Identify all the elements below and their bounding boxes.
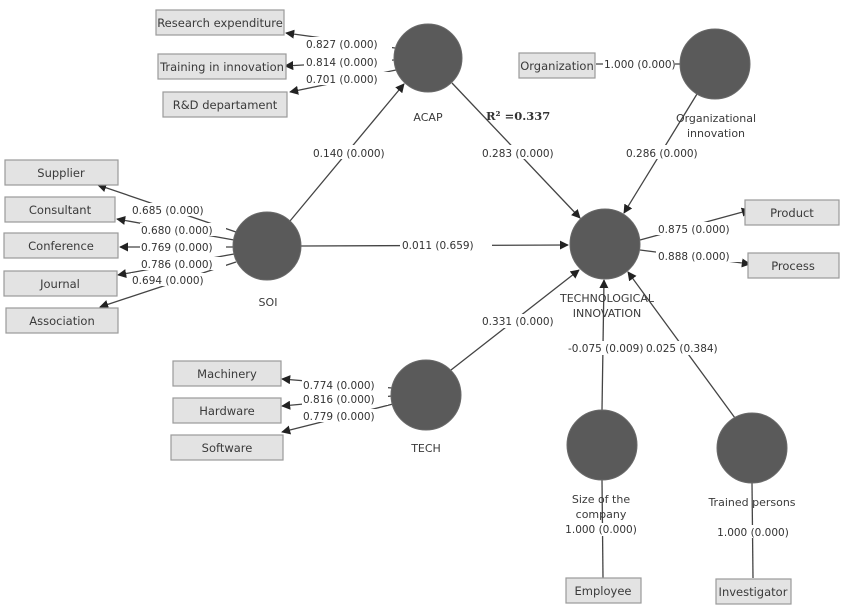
- loading-hardware: 0.816 (0.000): [303, 394, 375, 406]
- label-acap: ACAP: [413, 111, 443, 124]
- loading-software: 0.779 (0.000): [303, 411, 375, 423]
- coef-acap-ti: 0.283 (0.000): [482, 148, 554, 160]
- coef-size-ti: -0.075 (0.009): [568, 343, 643, 355]
- label-size-line2: company: [576, 508, 627, 521]
- indicator-label: Organization: [520, 59, 594, 73]
- loading-training-in-innovation: 0.814 (0.000): [306, 57, 378, 69]
- loading-product: 0.875 (0.000): [658, 224, 730, 236]
- loadings-ti: 0.875 (0.000) 0.888 (0.000): [656, 222, 742, 263]
- loading-investigator: 1.000 (0.000): [717, 527, 789, 539]
- r-squared-label: R² =0.337: [486, 109, 550, 123]
- indicator-machinery[interactable]: Machinery: [172, 360, 282, 387]
- indicator-hardware[interactable]: Hardware: [172, 397, 282, 424]
- label-size-line1: Size of the: [572, 493, 630, 506]
- loading-association: 0.694 (0.000): [132, 275, 204, 287]
- coef-tech-ti: 0.331 (0.000): [482, 316, 554, 328]
- loading-research-expenditure: 0.827 (0.000): [306, 39, 378, 51]
- construct-trained-persons[interactable]: [716, 412, 788, 484]
- loading-employee: 1.000 (0.000): [565, 524, 637, 536]
- indicator-product[interactable]: Product: [744, 199, 840, 226]
- loadings-org: 1.000 (0.000): [603, 57, 676, 71]
- loading-journal: 0.786 (0.000): [141, 259, 213, 271]
- indicator-label: Product: [770, 206, 814, 220]
- indicator-label: Hardware: [199, 404, 255, 418]
- indicator-process[interactable]: Process: [747, 252, 840, 279]
- indicator-software[interactable]: Software: [170, 434, 284, 461]
- label-org-line1: Organizational: [676, 112, 756, 125]
- indicator-training-in-innovation[interactable]: Training in innovation: [157, 53, 287, 80]
- coef-soi-acap: 0.140 (0.000): [313, 148, 385, 160]
- construct-size-company[interactable]: [566, 409, 638, 481]
- loadings-acap: 0.827 (0.000) 0.814 (0.000) 0.701 (0.000…: [304, 37, 392, 86]
- coef-org-ti: 0.286 (0.000): [626, 148, 698, 160]
- loadings-trained: 1.000 (0.000): [717, 525, 789, 539]
- indicator-label: Conference: [28, 239, 94, 253]
- indicator-rd-departament[interactable]: R&D departament: [162, 91, 288, 118]
- indicator-conference[interactable]: Conference: [3, 232, 119, 259]
- indicator-research-expenditure[interactable]: Research expenditure: [155, 9, 285, 36]
- construct-acap[interactable]: [393, 23, 463, 93]
- construct-technological-innovation[interactable]: [569, 208, 641, 280]
- indicator-label: Research expenditure: [157, 16, 283, 30]
- loading-organization: 1.000 (0.000): [604, 59, 676, 71]
- indicator-organization[interactable]: Organization: [518, 52, 596, 79]
- indicator-investigator[interactable]: Investigator: [715, 578, 792, 605]
- loadings-tech: 0.774 (0.000) 0.816 (0.000) 0.779 (0.000…: [302, 378, 388, 423]
- indicator-label: Machinery: [197, 367, 257, 381]
- indicator-label: R&D departament: [173, 98, 278, 112]
- indicator-label: Supplier: [37, 166, 85, 180]
- label-ti-line1: TECHNOLOGICAL: [559, 292, 655, 305]
- loadings-soi: 0.685 (0.000) 0.680 (0.000) 0.769 (0.000…: [131, 203, 226, 287]
- indicator-label: Process: [771, 259, 815, 273]
- indicator-supplier[interactable]: Supplier: [4, 159, 119, 186]
- indicator-consultant[interactable]: Consultant: [4, 196, 116, 223]
- indicator-employee[interactable]: Employee: [565, 577, 642, 604]
- loading-machinery: 0.774 (0.000): [303, 380, 375, 392]
- label-tech: TECH: [410, 442, 441, 455]
- indicator-label: Employee: [575, 584, 632, 598]
- construct-soi[interactable]: [232, 211, 302, 281]
- label-org-line2: innovation: [687, 127, 745, 140]
- indicator-label: Investigator: [719, 585, 788, 599]
- label-ti-line2: INNOVATION: [573, 307, 642, 320]
- indicator-label: Software: [202, 441, 253, 455]
- indicator-label: Association: [29, 314, 94, 328]
- loading-consultant: 0.680 (0.000): [141, 225, 213, 237]
- indicator-label: Journal: [39, 277, 80, 291]
- indicator-label: Consultant: [29, 203, 92, 217]
- indicator-label: Training in innovation: [159, 60, 284, 74]
- coef-soi-ti: 0.011 (0.659): [402, 240, 474, 252]
- loadings-size: 1.000 (0.000): [565, 523, 638, 536]
- construct-org-innovation[interactable]: [679, 28, 751, 100]
- indicator-journal[interactable]: Journal: [3, 270, 118, 297]
- label-trained: Trained persons: [707, 496, 795, 509]
- loading-rd-departament: 0.701 (0.000): [306, 74, 378, 86]
- label-soi: SOI: [259, 296, 278, 309]
- path-coefficients: 0.140 (0.000) 0.283 (0.000) 0.011 (0.659…: [311, 145, 732, 355]
- coef-trained-ti: 0.025 (0.384): [646, 343, 718, 355]
- loading-supplier: 0.685 (0.000): [132, 205, 204, 217]
- loading-process: 0.888 (0.000): [658, 251, 730, 263]
- loading-conference: 0.769 (0.000): [141, 242, 213, 254]
- indicator-association[interactable]: Association: [5, 307, 119, 334]
- construct-tech[interactable]: [390, 359, 462, 431]
